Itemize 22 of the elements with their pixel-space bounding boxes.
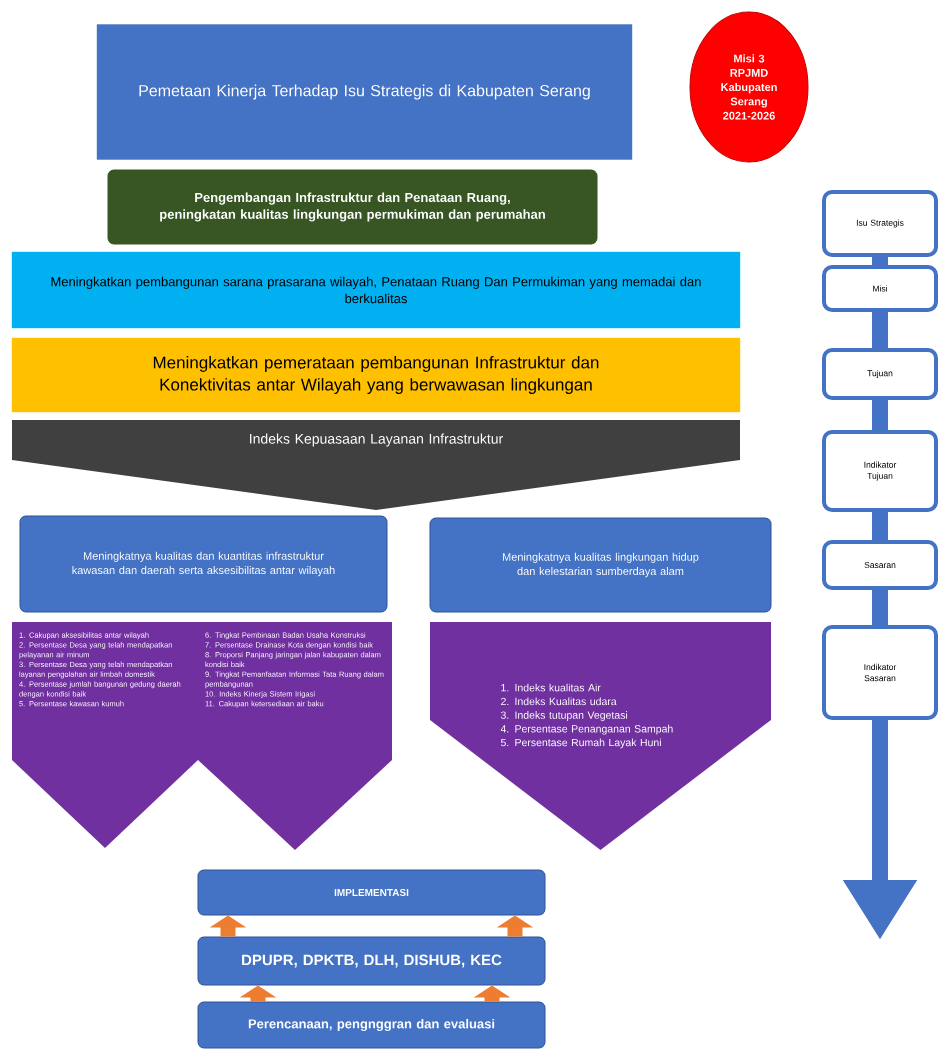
flow-step-box: Isu Strategis: [822, 190, 938, 257]
connector: [872, 400, 888, 430]
implementation-box: IMPLEMENTASI: [197, 869, 546, 916]
indicator-banner: Indeks Kepuasaan Layanan Infrastruktur: [12, 420, 740, 510]
planning-box: Perencanaan, pengnggran dan evaluasi: [197, 1001, 546, 1049]
connector: [872, 512, 888, 540]
goal-box: Meningkatkan pemerataan pembangunan Infrastruktur dan Konektivitas antar Wilayah yang berwawasan lingkungan: [11, 337, 741, 413]
connector: [872, 590, 888, 625]
target-box: Meningkatnya kualitas dan kuantitas infrastruktur kawasan dan daerah serta aksesibilitas antar wilayah: [19, 515, 388, 613]
flow-step-box: Sasaran: [822, 540, 938, 590]
mission-box: Meningkatkan pembangunan sarana prasarana wilayah, Penataan Ruang Dan Permukiman yang memadai dan berkualitas: [11, 251, 741, 329]
connector: [872, 312, 888, 348]
flow-step-box: Indikator Tujuan: [822, 430, 938, 512]
target-box: Meningkatnya kualitas lingkungan hidup dan kelestarian sumberdaya alam: [429, 517, 772, 613]
indicator-list-panel: 1. Indeks kualitas Air 2. Indeks Kualitas udara 3. Indeks tutupan Vegetasi 4. Persentase Penanganan Sampah 5. Persentase Rumah Layak Huni: [430, 622, 771, 850]
title-box: Pemetaan Kinerja Terhadap Isu Strategis di Kabupaten Serang: [96, 24, 633, 160]
connector: [872, 257, 888, 265]
flow-step-box: Indikator Sasaran: [822, 625, 938, 720]
issue-box: Pengembangan Infrastruktur dan Penataan Ruang, peningkatan kualitas lingkungan permukiman dan perumahan: [107, 169, 598, 245]
flow-step-box: Misi: [822, 265, 938, 312]
agency-box: DPUPR, DPKTB, DLH, DISHUB, KEC: [197, 936, 546, 986]
flow-step-box: Tujuan: [822, 348, 938, 400]
